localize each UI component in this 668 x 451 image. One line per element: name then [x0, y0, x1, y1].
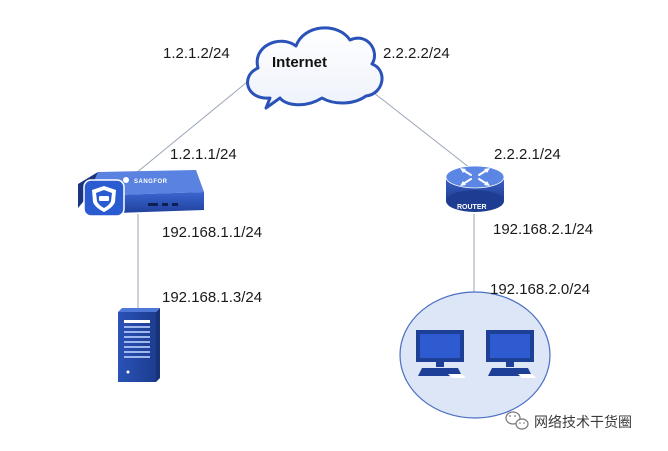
ip-label-firewall-lan: 192.168.1.1/24 — [162, 224, 262, 241]
ip-label-lan-network: 192.168.2.0/24 — [490, 281, 590, 298]
ip-label-cloud-left: 1.2.1.2/24 — [163, 45, 230, 62]
pc-icon — [416, 330, 466, 378]
ip-label-router-lan: 192.168.2.1/24 — [493, 221, 593, 238]
firewall-device-icon — [78, 170, 204, 217]
server-icon — [118, 308, 160, 382]
link-cloud-firewall — [129, 77, 253, 179]
link-cloud-router — [359, 81, 471, 169]
internet-cloud-icon — [246, 26, 384, 110]
firewall-brand-label: SANGFOR — [134, 179, 168, 185]
router-icon — [445, 165, 505, 212]
ip-label-router-wan: 2.2.2.1/24 — [494, 146, 561, 163]
ip-label-firewall-wan: 1.2.1.1/24 — [170, 146, 237, 163]
wechat-logo-icon — [505, 411, 529, 430]
shield-icon — [92, 186, 116, 212]
watermark-text: 网络技术干货圈 — [534, 414, 632, 431]
ip-label-server: 192.168.1.3/24 — [162, 289, 262, 306]
router-label: ROUTER — [457, 204, 487, 211]
ip-label-cloud-right: 2.2.2.2/24 — [383, 45, 450, 62]
pc-icon — [486, 330, 536, 378]
cloud-label: Internet — [272, 54, 327, 71]
lan-network-circle — [399, 291, 551, 419]
